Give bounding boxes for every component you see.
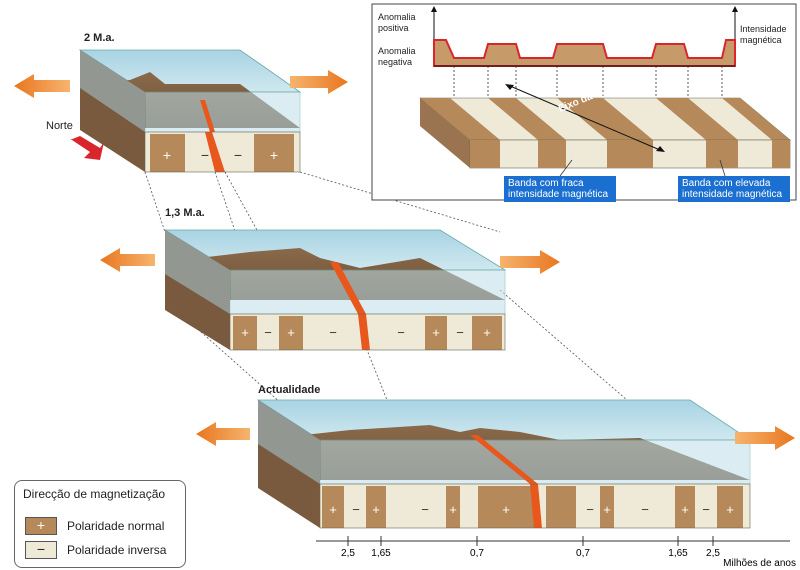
tick-label-6: 2,5 bbox=[706, 548, 720, 559]
b3-sign-9: − bbox=[641, 502, 649, 517]
block-actualidade: + − + − + + − + − + − + bbox=[256, 399, 752, 529]
b3-sign-2: − bbox=[352, 502, 360, 517]
b2-sign-4: − bbox=[329, 325, 337, 340]
b1-sign-2: − bbox=[201, 147, 209, 163]
strong-band-label: Banda com elevada intensidade magnética bbox=[678, 176, 790, 202]
b1-sign-3: − bbox=[234, 147, 242, 163]
b2-sign-3: + bbox=[287, 325, 295, 340]
b3-sign-7: − bbox=[586, 502, 594, 517]
legend-title: Direcção de magnetização bbox=[23, 487, 166, 501]
normal-swatch: + bbox=[25, 517, 57, 535]
magnetic-intensity-label: Intensidade magnética bbox=[740, 24, 787, 45]
b3-sign-11: − bbox=[702, 502, 710, 517]
b3-sign-5: + bbox=[449, 502, 457, 517]
axis-unit-label: Milhões de anos bbox=[723, 558, 796, 569]
stage-label-2ma: 2 M.a. bbox=[84, 32, 115, 44]
weak-band-label: Banda com fraca intensidade magnética bbox=[504, 176, 616, 202]
b3-sign-8: + bbox=[603, 502, 611, 517]
legend-normal: + Polaridade normal bbox=[25, 517, 164, 535]
spread-arrows-b2 bbox=[100, 248, 560, 274]
inverse-symbol: − bbox=[36, 541, 46, 557]
north-arrow bbox=[70, 136, 104, 160]
b2-sign-8: + bbox=[483, 325, 491, 340]
b3-sign-3: + bbox=[372, 502, 380, 517]
spread-arrows-b3 bbox=[196, 422, 795, 450]
tick-label-4: 0,7 bbox=[576, 548, 590, 559]
tick-label-5: 1,65 bbox=[668, 548, 688, 559]
positive-anomaly-label: Anomalia positiva bbox=[378, 12, 416, 33]
legend: Direcção de magnetização + Polaridade no… bbox=[14, 480, 186, 568]
b1-sign-1: + bbox=[163, 147, 171, 163]
b1-sign-4: + bbox=[270, 147, 278, 163]
legend-normal-label: Polaridade normal bbox=[67, 519, 165, 533]
b2-sign-5: − bbox=[397, 325, 405, 340]
negative-anomaly-label: Anomalia negativa bbox=[378, 46, 416, 67]
stage-label-actualidade: Actualidade bbox=[258, 384, 321, 396]
b3-sign-12: + bbox=[726, 502, 734, 517]
spread-arrows-b1 bbox=[14, 70, 348, 98]
tick-label-3: 0,7 bbox=[470, 548, 484, 559]
b2-sign-7: − bbox=[456, 325, 464, 340]
inverse-swatch: − bbox=[25, 541, 57, 559]
legend-inverse: − Polaridade inversa bbox=[25, 541, 166, 559]
tick-label-1: 2,5 bbox=[341, 548, 355, 559]
tick-label-2: 1,65 bbox=[371, 548, 391, 559]
b3-sign-6: + bbox=[502, 502, 510, 517]
b2-sign-2: − bbox=[264, 325, 272, 340]
b3-sign-4: − bbox=[421, 502, 429, 517]
block-2ma: + − − + bbox=[78, 49, 302, 173]
b3-sign-10: + bbox=[681, 502, 689, 517]
north-label: Norte bbox=[46, 120, 73, 132]
block-1-3ma: + − + − − + − + bbox=[163, 229, 507, 351]
stage-label-1-3ma: 1,3 M.a. bbox=[165, 207, 205, 219]
age-axis bbox=[316, 536, 790, 546]
inset-panel: Eixo da dorsal bbox=[371, 3, 797, 201]
b3-sign-1: + bbox=[329, 502, 337, 517]
b2-sign-1: + bbox=[241, 325, 249, 340]
legend-inverse-label: Polaridade inversa bbox=[67, 543, 167, 557]
normal-symbol: + bbox=[36, 517, 46, 533]
b2-sign-6: + bbox=[432, 325, 440, 340]
